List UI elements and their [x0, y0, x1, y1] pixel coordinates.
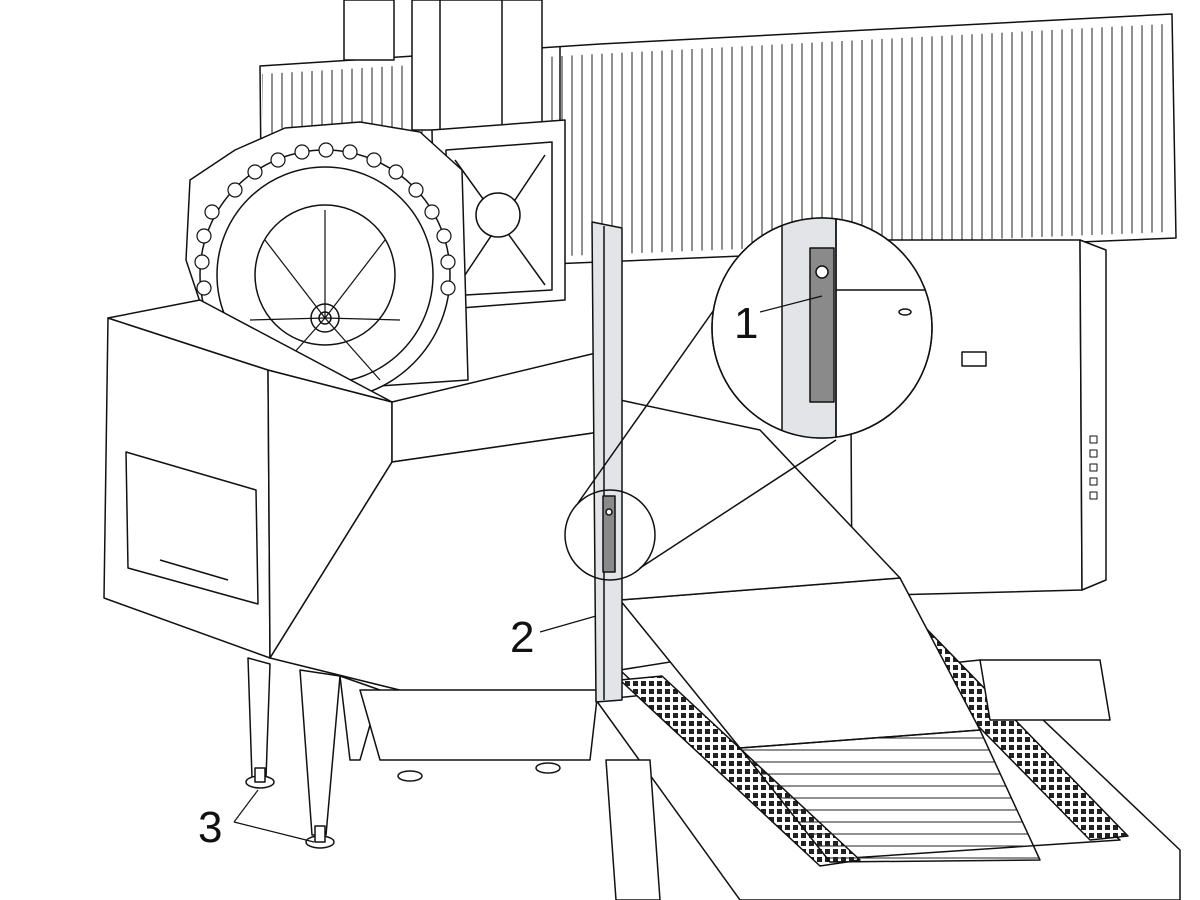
callout-3: 3: [198, 803, 222, 852]
detail-circle-small: [564, 489, 656, 581]
spindle-column: [343, 0, 543, 131]
callout-2: 2: [510, 613, 534, 662]
detail-circle-zoom: [711, 217, 933, 439]
way-cover-bellows: [739, 729, 1041, 863]
callout-leaders: [233, 295, 823, 843]
tool-changer-shroud: [103, 299, 601, 701]
base-casting: [359, 689, 599, 761]
tool-changer-carousel: [185, 121, 469, 401]
sub-structure-legs: [605, 659, 1111, 900]
callout-1: 1: [734, 299, 758, 348]
machine-legs: [247, 657, 381, 836]
table-surface: [619, 399, 981, 749]
leveling-screw-feet: [245, 762, 561, 849]
